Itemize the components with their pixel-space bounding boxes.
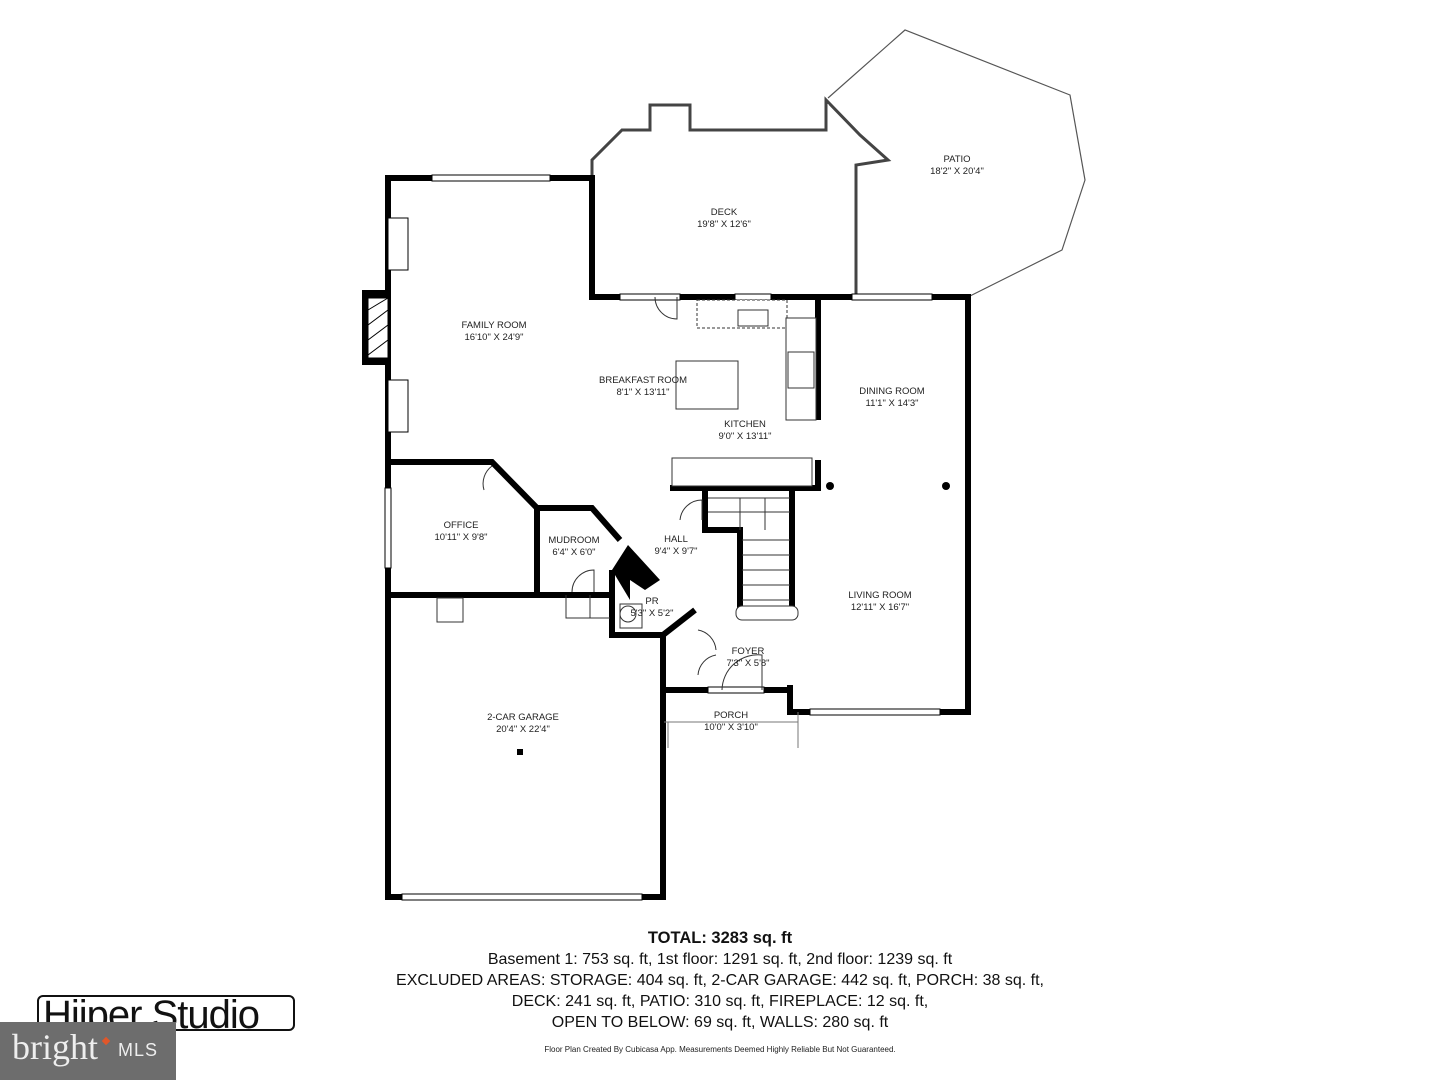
stairs (565, 497, 799, 621)
doors (482, 296, 763, 691)
room-name: LIVING ROOM (848, 590, 912, 601)
room-size: 6'4" X 6'0" (552, 547, 596, 558)
room-name: FOYER (731, 646, 765, 657)
floor-areas: Basement 1: 753 sq. ft, 1st floor: 1291 … (487, 951, 953, 968)
room-size: 7'3" X 5'8" (726, 658, 770, 669)
room-name: PORCH (713, 710, 749, 721)
room-name: PR (645, 596, 659, 607)
room-name: MUDROOM (548, 535, 600, 546)
room-name: FAMILY ROOM (461, 320, 527, 331)
windows (384, 174, 941, 901)
bright-wordmark: bright (12, 1027, 98, 1067)
room-size: 5'3" X 5'2" (630, 608, 674, 619)
bright-star-icon (101, 1036, 111, 1046)
room-name: BREAKFAST ROOM (599, 375, 687, 386)
disclaimer: Floor Plan Created By Cubicasa App. Meas… (544, 1045, 896, 1054)
bright-mls-logo: bright MLS (0, 1022, 176, 1080)
patio-outline (827, 29, 1086, 298)
mls-wordmark: MLS (118, 1040, 159, 1060)
room-size: 12'11" X 16'7" (850, 602, 910, 613)
pr-wall-block (612, 545, 660, 600)
room-size: 20'4" X 22'4" (496, 724, 550, 735)
excluded-areas-2: DECK: 241 sq. ft, PATIO: 310 sq. ft, FIR… (511, 993, 929, 1010)
area-summary: TOTAL: 3283 sq. ft Basement 1: 753 sq. f… (396, 928, 1044, 1033)
room-size: 18'2" X 20'4" (930, 166, 984, 177)
room-name: HALL (664, 534, 688, 545)
room-size: 10'11" X 9'8" (434, 532, 488, 543)
room-size: 19'8" X 12'6" (697, 219, 751, 230)
deck-outline (590, 96, 892, 297)
room-size: 8'1" X 13'11" (616, 387, 670, 398)
total-area: TOTAL: 3283 sq. ft (647, 929, 793, 947)
excluded-areas-1: EXCLUDED AREAS: STORAGE: 404 sq. ft, 2-C… (396, 972, 1044, 989)
room-name: OFFICE (443, 520, 479, 531)
room-name: PATIO (943, 154, 971, 165)
room-size: 9'0" X 13'11" (718, 431, 772, 442)
room-name: DECK (710, 207, 738, 218)
room-size: 10'0" X 3'10" (704, 722, 758, 733)
room-size: 16'10" X 24'9" (464, 332, 524, 343)
room-name: KITCHEN (724, 419, 766, 430)
deck-inner (593, 104, 829, 163)
room-name: 2-CAR GARAGE (487, 712, 559, 723)
room-size: 9'4" X 9'7" (654, 546, 698, 557)
room-size: 11'1" X 14'3" (865, 398, 919, 409)
room-name: DINING ROOM (859, 386, 925, 397)
kitchen-fixtures (671, 299, 817, 487)
excluded-areas-3: OPEN TO BELOW: 69 sq. ft, WALLS: 280 sq.… (551, 1014, 889, 1031)
